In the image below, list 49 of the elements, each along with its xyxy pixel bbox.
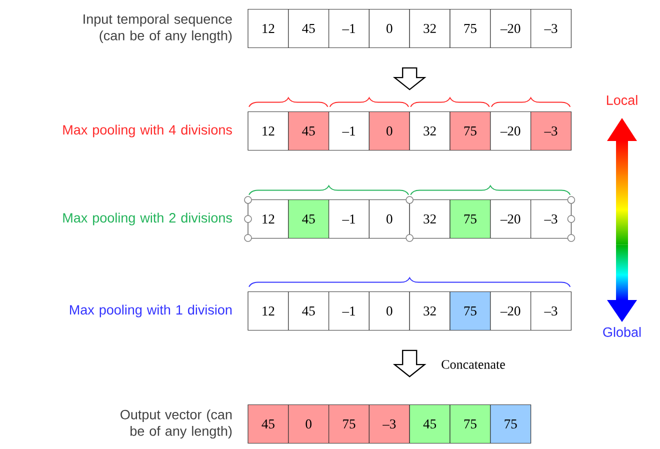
value-cell: 0	[288, 404, 330, 444]
value-cell: 32	[409, 8, 450, 48]
value-cell: –3	[530, 8, 572, 48]
row-label: Max pooling with 4 divisions	[63, 124, 232, 138]
value-cell: 45	[288, 291, 330, 331]
row-label: Max pooling with 2 divisions	[63, 212, 232, 226]
scale-label: Global	[603, 327, 641, 337]
value-cell: –1	[328, 8, 370, 48]
value-cell: 75	[450, 404, 491, 444]
value-cell: 45	[288, 111, 330, 151]
value-cell: 32	[409, 111, 450, 151]
value-cell: 0	[368, 8, 410, 48]
row-label: Input temporal sequence (can be of any length)	[84, 14, 232, 44]
value-cell: –20	[490, 8, 532, 48]
edge-label: Concatenate	[442, 360, 505, 369]
value-cell: 0	[368, 111, 410, 151]
value-cell: 45	[288, 199, 330, 239]
value-cell: –20	[490, 111, 532, 151]
value-cell: 12	[248, 291, 289, 331]
value-cell: –1	[328, 291, 370, 331]
value-cell: 75	[450, 199, 491, 239]
value-cell: 75	[328, 404, 370, 444]
row-label: Max pooling with 1 division	[70, 304, 232, 318]
value-cell: –3	[530, 291, 572, 331]
value-cell: 45	[288, 8, 330, 48]
value-cell: 75	[450, 8, 491, 48]
value-cell: –3	[368, 404, 410, 444]
row-label: Output vector (can be of any length)	[120, 409, 232, 439]
value-cell: 0	[368, 291, 410, 331]
value-cell: 12	[248, 111, 289, 151]
value-cell: –1	[328, 199, 370, 239]
scale-label: Local	[607, 95, 638, 105]
value-cell: 45	[409, 404, 450, 444]
value-cell: –3	[530, 199, 572, 239]
value-cell: 45	[248, 404, 289, 444]
value-cell: 12	[248, 199, 289, 239]
value-cell: –20	[490, 291, 532, 331]
value-cell: 12	[248, 8, 289, 48]
block-arrow	[392, 350, 426, 378]
value-cell: 32	[409, 199, 450, 239]
value-cell: –1	[328, 111, 370, 151]
value-cell: –20	[490, 199, 532, 239]
value-cell: 0	[368, 199, 410, 239]
value-cell: 75	[450, 291, 491, 331]
value-cell: 75	[450, 111, 491, 151]
block-arrow	[392, 67, 426, 90]
value-cell: 75	[490, 404, 532, 444]
value-cell: –3	[530, 111, 572, 151]
value-cell: 32	[409, 291, 450, 331]
